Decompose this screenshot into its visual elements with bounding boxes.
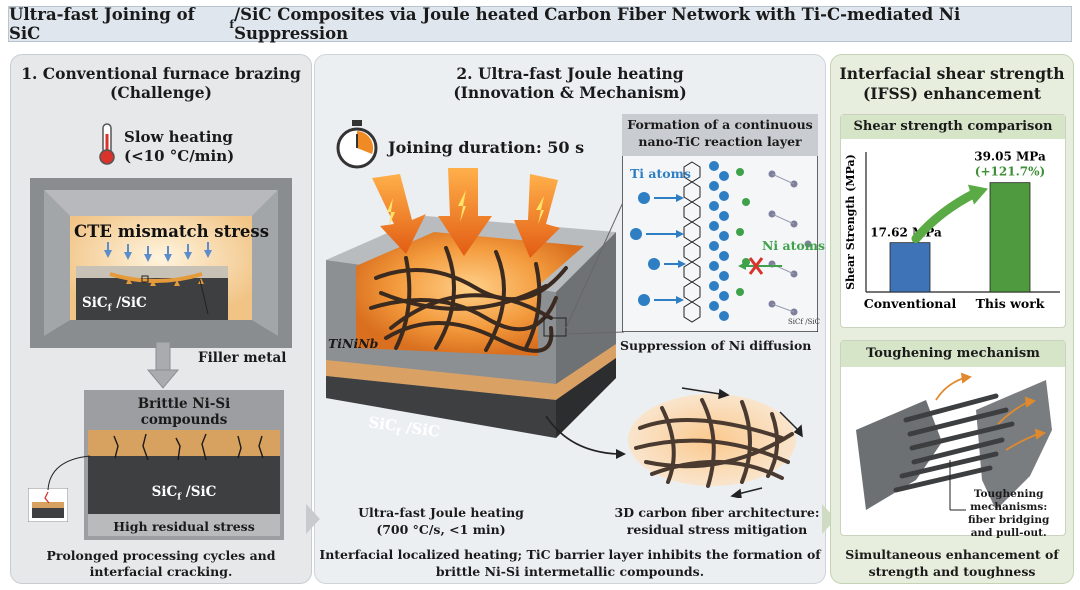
title-text: Ultra-fast Joining of SiC	[9, 5, 195, 43]
toughening-line2: mechanisms:	[970, 501, 1048, 513]
panel2-footer-line1: Interfacial localized heating; TiC barri…	[319, 547, 821, 562]
panel2-heading-line2: (Innovation & Mechanism)	[453, 83, 687, 102]
carbon-fiber-mesh	[628, 387, 803, 498]
high-residual-stress-label: High residual stress	[113, 519, 255, 534]
furnace-illustration	[30, 178, 292, 348]
increase-label: (+121.7%)	[975, 165, 1045, 179]
toughening-card-title: Toughening mechanism	[841, 341, 1065, 367]
inset-corner-label: SiCf /SiC	[788, 318, 820, 326]
ti-atoms-label: Ti atoms	[630, 166, 691, 181]
panel3-heading: Interfacial shear strength (IFSS) enhanc…	[830, 64, 1074, 104]
cte-mismatch-label: CTE mismatch stress	[74, 222, 269, 241]
fiber-pullout-illustration	[856, 372, 1052, 511]
panel2-footer: Interfacial localized heating; TiC barri…	[314, 546, 826, 580]
shear-strength-card-title: Shear strength comparison	[841, 115, 1065, 139]
toughening-line1: Toughening	[973, 488, 1044, 500]
brittle-line2: compounds	[140, 412, 228, 428]
chevron-right-icon-2	[822, 504, 836, 534]
brittle-compound-illustration	[84, 390, 284, 540]
panel3-heading-line1: Interfacial shear strength	[839, 64, 1065, 83]
panel3-footer-line1: Simultaneous enhancement of	[845, 547, 1059, 562]
panel2-heading-line1: 2. Ultra-fast Joule heating	[456, 64, 684, 83]
slow-heating-line2: (<10 °C/min)	[124, 147, 235, 165]
sic-block-text: SiC	[367, 413, 399, 435]
sic-text: SiC	[82, 295, 108, 311]
brittle-line1: Brittle Ni-Si	[137, 396, 231, 412]
title-text-rest: /SiC Composites via Joule heated Carbon …	[234, 5, 961, 43]
arch-line1: 3D carbon fiber architecture:	[614, 505, 820, 520]
joule-line2: (700 °C/s, <1 min)	[376, 522, 506, 537]
callout-line	[47, 455, 91, 491]
down-arrow-icon	[146, 342, 180, 389]
architecture-label: 3D carbon fiber architecture: residual s…	[610, 504, 824, 538]
panel1-heading-line2: (Challenge)	[110, 83, 212, 102]
arch-line2: residual stress mitigation	[626, 522, 808, 537]
suppression-label: Suppression of Ni diffusion	[620, 338, 812, 353]
panel1-footer: Prolonged processing cycles and interfac…	[10, 548, 312, 580]
panel3-heading-line2: (IFSS) enhancement	[862, 84, 1042, 103]
panel1-heading: 1. Conventional furnace brazing (Challen…	[10, 64, 312, 102]
brittle-compounds-label: Brittle Ni-Si compounds	[84, 396, 284, 428]
panel1-footer-line1: Prolonged processing cycles and	[46, 548, 276, 563]
panel1-footer-line2: interfacial cracking.	[89, 564, 233, 579]
sic2-text-rest: /SiC	[181, 484, 217, 500]
stopwatch-icon	[336, 120, 378, 169]
growth-arrow	[911, 188, 981, 244]
toughening-line3: fiber bridging	[968, 514, 1050, 526]
panel1-heading-line1: 1. Conventional furnace brazing	[21, 64, 301, 83]
bar-0	[889, 242, 931, 293]
inset-title-line1: Formation of a continuous	[627, 117, 813, 132]
joule-heating-label: Ultra-fast Joule heating (700 °C/s, <1 m…	[336, 504, 546, 538]
growth-arrow-head	[968, 184, 988, 205]
joule-heating-block	[326, 168, 616, 438]
sic-text-rest: /SiC	[111, 295, 147, 311]
slow-heating-line1: Slow heating	[124, 128, 233, 146]
joining-duration-label: Joining duration: 50 s	[388, 138, 585, 157]
inset-title: Formation of a continuous nano-TiC react…	[622, 116, 818, 150]
category-label-1: This work	[976, 296, 1045, 311]
sic-subscript: f	[107, 303, 112, 314]
title-subscript: f	[229, 17, 235, 31]
shear-strength-chart: Shear Strength (MPa)17.62 MPaConventiona…	[844, 150, 1060, 311]
bar-value-label-1: 39.05 MPa	[974, 150, 1046, 164]
panel3-footer: Simultaneous enhancement of strength and…	[830, 546, 1074, 580]
inset-title-line2: nano-TiC reaction layer	[638, 134, 802, 149]
zoom-lines	[565, 199, 625, 335]
mesh-callout-arrow	[545, 415, 626, 459]
tininb-label: TiNiNb	[328, 336, 379, 351]
panel2-heading: 2. Ultra-fast Joule heating (Innovation …	[314, 64, 826, 102]
bar-1	[989, 182, 1031, 293]
ni-atoms-label: Ni atoms	[762, 238, 826, 253]
sic-label-brittle: SiCf /SiC	[84, 484, 284, 503]
chevron-right-icon	[306, 504, 320, 534]
crack-inset-icon	[28, 488, 68, 522]
panel3-footer-line2: strength and toughness	[868, 564, 1036, 579]
filler-metal-label: Filler metal	[198, 350, 287, 366]
toughening-line4: and pull-out.	[970, 527, 1047, 539]
nano-tic-inset	[622, 114, 818, 332]
toughening-mechanisms-label: Toughening mechanisms: fiber bridging an…	[968, 488, 1049, 540]
y-axis-label: Shear Strength (MPa)	[844, 154, 857, 290]
sic2-text: SiC	[151, 484, 178, 500]
category-label-0: Conventional	[864, 296, 957, 311]
sic2-subscript: f	[177, 492, 182, 503]
thermometer-icon	[99, 123, 115, 165]
sic-label-furnace: SiCf /SiC	[82, 295, 147, 314]
slow-heating-label: Slow heating (<10 °C/min)	[124, 128, 234, 166]
joule-line1: Ultra-fast Joule heating	[358, 505, 524, 520]
page-title: Ultra-fast Joining of SiC f /SiC Composit…	[8, 5, 1072, 43]
panel2-footer-line2: brittle Ni-Si intermetallic compounds.	[435, 564, 705, 579]
